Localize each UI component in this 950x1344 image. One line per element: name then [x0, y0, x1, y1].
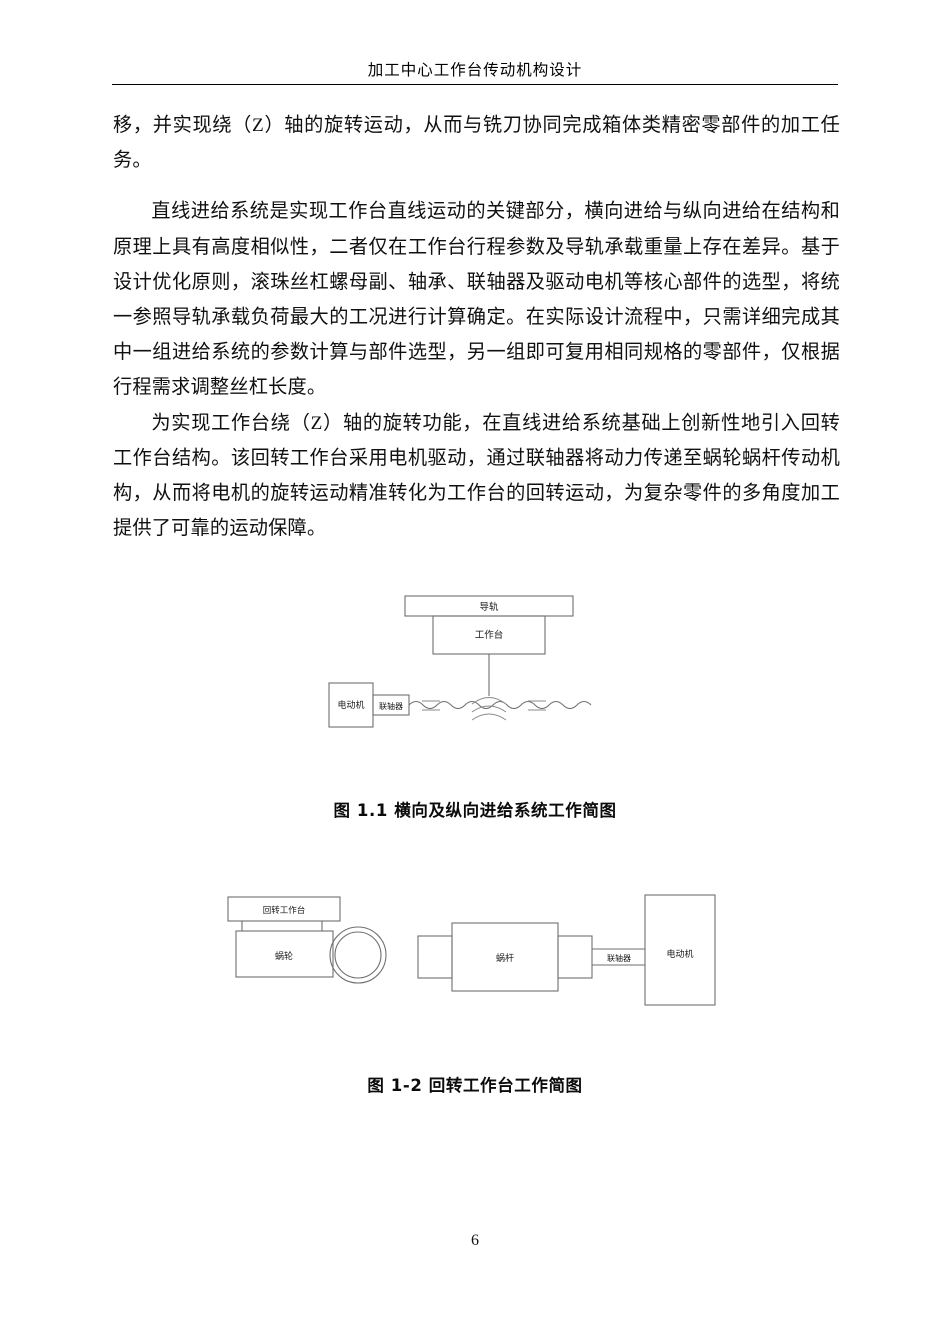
figure-1-2-drawing: 回转工作台 蜗轮 蜗杆 联轴器 电动机 — [227, 894, 716, 1006]
nut-arc-middle — [471, 705, 507, 713]
nut-arc-lower — [471, 713, 507, 721]
paragraph-linear-feed-system: 直线进给系统是实现工作台直线运动的关键部分，横向进给与纵向进给在结构和原理上具有… — [113, 201, 840, 399]
rotary-table-label: 回转工作台 — [263, 905, 306, 916]
worm-wheel-outer-circle — [329, 926, 387, 984]
page-number: 6 — [471, 1232, 479, 1249]
motor-box — [644, 894, 716, 1006]
worm-wheel-box — [235, 930, 334, 978]
figure-1-1-caption: 图 1.1 横向及纵向进给系统工作简图 — [333, 801, 617, 820]
header-title: 加工中心工作台传动机构设计 — [367, 62, 583, 79]
motor-label: 电动机 — [666, 948, 693, 960]
ball-screw-shaft — [408, 700, 592, 710]
rotary-table-box — [227, 896, 341, 922]
worm-right-journal — [557, 935, 593, 979]
figure-1-2: 回转工作台 蜗轮 蜗杆 联轴器 电动机 — [210, 875, 750, 1030]
worm-label: 蜗杆 — [496, 952, 514, 964]
coupling-label: 联轴器 — [607, 953, 631, 963]
worktable-label: 工作台 — [475, 629, 504, 641]
coupling-label: 联轴器 — [379, 701, 403, 711]
paragraph-rotary-table: 为实现工作台绕（Z）轴的旋转功能，在直线进给系统基础上创新性地引入回转工作台结构… — [113, 412, 840, 540]
paragraph-continuation: 移，并实现绕（Z）轴的旋转运动，从而与铣刀协同完成箱体类精密零部件的加工任务。 — [113, 115, 840, 172]
figure-1-1: 导轨 工作台 电动机 联轴器 — [300, 578, 660, 783]
figure-1-1-drawing: 导轨 工作台 电动机 联轴器 — [328, 595, 592, 728]
motor-label: 电动机 — [337, 699, 364, 711]
nut-arc-upper — [471, 697, 507, 705]
worm-left-journal — [417, 935, 453, 979]
guide-rail-label: 导轨 — [479, 601, 499, 613]
worm-wheel-inner-circle — [334, 931, 382, 979]
figure-1-2-caption: 图 1-2 回转工作台工作简图 — [367, 1076, 583, 1095]
worm-wheel-label: 蜗轮 — [275, 950, 293, 962]
header-rule — [112, 84, 838, 85]
body-text: 移，并实现绕（Z）轴的旋转运动，从而与铣刀协同完成箱体类精密零部件的加工任务。 … — [113, 108, 840, 546]
page-header: 加工中心工作台传动机构设计 — [112, 60, 838, 85]
